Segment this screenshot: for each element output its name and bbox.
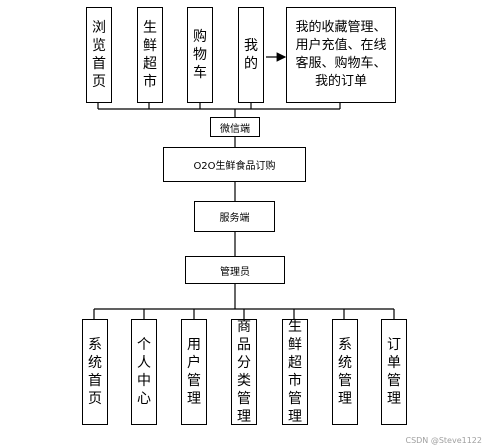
admin-module-categories: 商品分类管理 xyxy=(231,319,257,425)
admin-module-categories-label: 商品分类管理 xyxy=(237,319,251,425)
wechat-label: 微信端 xyxy=(220,123,250,135)
module-browse-home-label: 浏览首页 xyxy=(92,20,106,90)
mine-features-note: 我的收藏管理、用户充值、在线客服、购物车、我的订单 xyxy=(286,7,396,103)
admin-box: 管理员 xyxy=(185,256,285,284)
admin-module-users: 用户管理 xyxy=(181,319,207,425)
admin-module-personal: 个人中心 xyxy=(131,319,157,425)
server-box: 服务端 xyxy=(194,201,275,232)
module-mine-label: 我的 xyxy=(244,38,258,72)
module-browse-home: 浏览首页 xyxy=(86,7,112,103)
module-fresh-market: 生鲜超市 xyxy=(137,7,163,103)
admin-module-personal-label: 个人中心 xyxy=(137,337,151,407)
admin-module-users-label: 用户管理 xyxy=(187,337,201,407)
admin-label: 管理员 xyxy=(220,266,250,278)
admin-module-system-label: 系统管理 xyxy=(338,337,352,407)
system-box: O2O生鲜食品订购 xyxy=(163,147,306,182)
admin-module-home: 系统首页 xyxy=(82,319,108,425)
admin-module-orders-label: 订单管理 xyxy=(387,337,401,407)
admin-module-system: 系统管理 xyxy=(332,319,358,425)
server-label: 服务端 xyxy=(219,213,250,224)
admin-module-orders: 订单管理 xyxy=(381,319,407,425)
admin-module-home-label: 系统首页 xyxy=(88,337,102,407)
module-fresh-market-label: 生鲜超市 xyxy=(143,20,157,90)
wechat-box: 微信端 xyxy=(210,117,260,137)
mine-features-text: 我的收藏管理、用户充值、在线客服、购物车、我的订单 xyxy=(295,20,387,89)
module-cart-label: 购物车 xyxy=(193,29,207,81)
module-cart: 购物车 xyxy=(187,7,213,103)
module-mine: 我的 xyxy=(238,7,264,103)
admin-module-market: 生鲜超市管理 xyxy=(282,319,308,425)
admin-module-market-label: 生鲜超市管理 xyxy=(288,319,302,425)
system-label: O2O生鲜食品订购 xyxy=(193,161,276,172)
watermark: CSDN @Steve1122 xyxy=(405,436,482,445)
